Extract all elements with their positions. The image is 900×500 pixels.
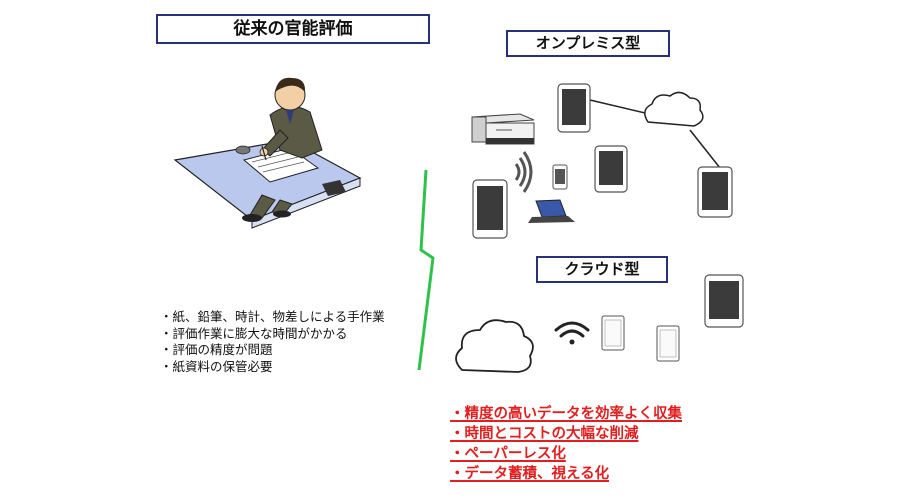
- traditional-point: 評価作業に膨大な時間がかかる: [160, 326, 385, 343]
- traditional-points-list: 紙、鉛筆、時計、物差しによる手作業 評価作業に膨大な時間がかかる 評価の精度が問…: [160, 309, 385, 375]
- wifi-icon: [554, 321, 590, 345]
- traditional-point: 評価の精度が問題: [160, 342, 385, 359]
- wireless-signal-icon: [514, 151, 533, 193]
- transition-arrow: [417, 169, 435, 371]
- traditional-point: 紙資料の保管必要: [160, 359, 385, 376]
- benefit-item: 精度の高いデータを効率よく収集: [450, 404, 683, 424]
- benefits-list: 精度の高いデータを効率よく収集 時間とコストの大幅な削減 ペーパーレス化 データ…: [450, 404, 683, 484]
- benefit-item: ペーパーレス化: [450, 444, 682, 464]
- traditional-point: 紙、鉛筆、時計、物差しによる手作業: [160, 309, 385, 326]
- smartphone-icon: [552, 164, 680, 362]
- onpremise-title: オンプレミス型: [506, 30, 670, 57]
- cloud-title: クラウド型: [536, 256, 668, 283]
- server-icon: [471, 113, 535, 145]
- benefit-item: 時間とコストの大幅な削減: [450, 424, 682, 444]
- tablet-icon: [472, 83, 744, 328]
- person-writing-icon: [173, 77, 362, 229]
- traditional-title: 従来の官能評価: [156, 14, 430, 44]
- benefit-item: データ蓄積、視える化: [450, 464, 682, 484]
- cloud-icon: [455, 91, 704, 373]
- laptop-icon: [528, 199, 575, 223]
